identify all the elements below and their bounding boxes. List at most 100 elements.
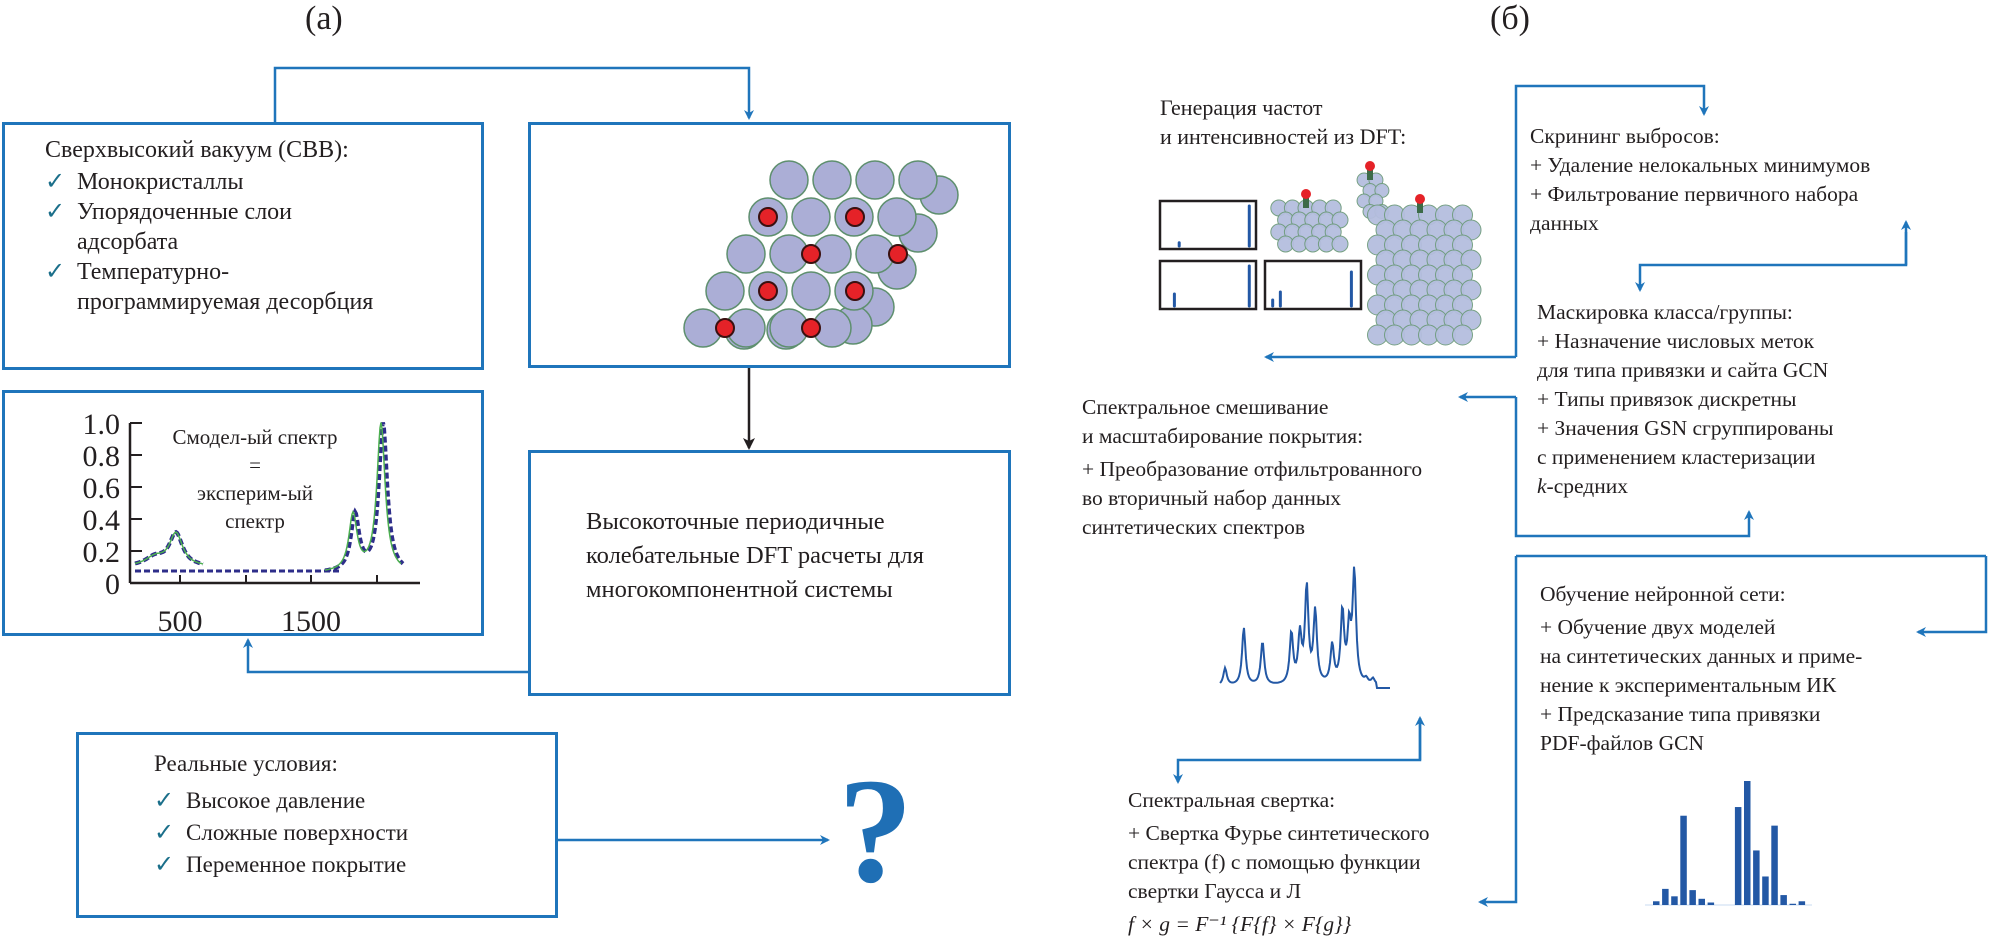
dft-text: Высокоточные периодичные колебательные D… [586, 508, 924, 603]
atom [898, 160, 938, 200]
mixing-line: синтетических спектров [1082, 515, 1305, 539]
histogram-bar [1653, 901, 1660, 905]
x-tick-label: 1500 [281, 605, 341, 638]
list-item-text: Температурно-программируемая десорбция [77, 259, 374, 315]
masking-line: + Назначение числовых меток [1537, 329, 1815, 353]
list-item-text: Переменное покрытие [186, 852, 407, 877]
histogram-bar [1798, 901, 1806, 905]
list-item: ✓Сложные поверхности [154, 817, 555, 849]
histogram-bar [1744, 781, 1751, 905]
adsorbate [801, 318, 821, 338]
synthetic-spectrum-line [1219, 566, 1390, 689]
atom [705, 271, 745, 311]
adsorbate [1301, 189, 1311, 199]
screening-block: Скрининг выбросов: + Удаление нелокальны… [1530, 122, 1870, 238]
adsorbate-stem [1417, 201, 1423, 213]
adsorbate [888, 244, 908, 264]
y-tick-label: 0.2 [83, 536, 121, 569]
histogram-bar [1680, 815, 1687, 905]
adsorbate [758, 281, 778, 301]
training-line: + Обучение двух моделей [1540, 615, 1776, 639]
adsorbate [1365, 161, 1375, 171]
arrow-uhv-to-lattice [273, 66, 754, 122]
atom [855, 160, 895, 200]
masking-block: Маскировка класса/группы: + Назначение ч… [1537, 298, 1833, 501]
uhv-conditions-box: Сверхвысокий вакуум (СВВ): ✓Монокристалл… [2, 122, 484, 370]
masking-title: Маскировка класса/группы: [1537, 300, 1793, 324]
uhv-title: Сверхвысокий вакуум (СВВ): [45, 137, 349, 163]
convolution-line: свертки Гаусса и Л [1128, 879, 1302, 903]
atom [791, 197, 831, 237]
masking-line: k-средних [1537, 472, 1833, 501]
list-item: ✓ Высокое давление [154, 785, 555, 817]
convolution-line: спектра (f) с помощью функции [1128, 850, 1421, 874]
y-tick-label: 0.8 [83, 440, 121, 473]
histogram-bar [1698, 898, 1705, 905]
atom [812, 160, 852, 200]
atom [877, 197, 917, 237]
question-mark-icon: ? [838, 748, 913, 914]
y-tick-label: 0.4 [83, 504, 121, 537]
x-tick-label: 500 [158, 605, 203, 638]
training-title: Обучение нейронной сети: [1540, 582, 1786, 606]
simulated-spectrum [324, 422, 405, 573]
list-item-text: Монокристаллы [77, 169, 244, 195]
arrow-training-to-conv [1478, 556, 1518, 907]
y-tick-label: 0 [105, 568, 120, 601]
panel-label-a: (a) [305, 0, 343, 37]
masking-line: с применением кластеризации [1537, 445, 1816, 469]
adsorbate-stem [1303, 196, 1309, 208]
training-line: + Предсказание типа привязки [1540, 702, 1821, 726]
training-line: нение к экспериментальным ИК [1540, 673, 1837, 697]
list-item: ✓ Температурно-программируемая десорбция [45, 257, 481, 317]
list-item-text: Высокое давление [186, 788, 366, 813]
screening-title: Скрининг выбросов: [1530, 124, 1720, 148]
check-icon: ✓ [154, 788, 175, 814]
mini-spectrum-box [1158, 259, 1258, 311]
histogram-bar [1734, 807, 1742, 905]
masking-line: + Значения GSN сгруппированы [1537, 416, 1834, 440]
annotation-line: эксперим-ый [197, 481, 313, 505]
list-item-text: Упорядоченные слои адсорбата [77, 199, 293, 255]
training-line: на синтетических данных и приме- [1540, 644, 1863, 668]
convolution-block: Спектральная свертка: + Свертка Фурье си… [1128, 786, 1429, 939]
list-item: ✓Переменное покрытие [154, 849, 555, 881]
mini-spectrum-box [1158, 199, 1258, 251]
real-title: Реальные условия: [154, 751, 338, 776]
list-item: ✓Упорядоченные слои адсорбата [45, 197, 481, 257]
adsorbate [758, 207, 778, 227]
annotation-line: спектр [225, 509, 285, 533]
histogram-bar [1707, 902, 1715, 905]
annotation-line: Смодел-ый спектр [172, 425, 338, 449]
y-tick-label: 1.0 [83, 408, 121, 441]
spectrum-annotation: Смодел-ый спектр = эксперим-ый спектр [155, 423, 355, 535]
cluster-large [1367, 204, 1482, 346]
histogram-bar [1662, 888, 1669, 905]
real-conditions-box: Реальные условия: ✓ Высокое давление ✓Слож… [76, 732, 558, 918]
atom [726, 234, 766, 274]
masking-line: + Типы привязок дискретны [1537, 387, 1797, 411]
list-item: ✓Монокристаллы [45, 167, 481, 197]
k-symbol: k [1537, 474, 1547, 498]
generation-title: Генерация частот и интенсивностей из DFT… [1160, 93, 1406, 151]
y-tick-label: 0.6 [83, 472, 121, 505]
screening-line: + Удаление нелокальных минимумов [1530, 153, 1871, 177]
training-line: PDF-файлов GCN [1540, 731, 1704, 755]
adsorbate [715, 318, 735, 338]
list-item-text: Сложные поверхности [186, 820, 409, 845]
arrow-gen-to-screening [1514, 84, 1709, 357]
histogram-bar [1671, 896, 1678, 905]
histogram-bar [1762, 876, 1769, 905]
convolution-title: Спектральная свертка: [1128, 788, 1336, 812]
check-icon: ✓ [45, 259, 66, 285]
screening-line: + Фильтрование первичного набора [1530, 182, 1859, 206]
generation-title-line: Генерация частот [1160, 95, 1323, 120]
experimental-spectrum [324, 422, 402, 571]
screening-line: данных [1530, 211, 1599, 235]
arrow-training-right [1916, 556, 1988, 637]
